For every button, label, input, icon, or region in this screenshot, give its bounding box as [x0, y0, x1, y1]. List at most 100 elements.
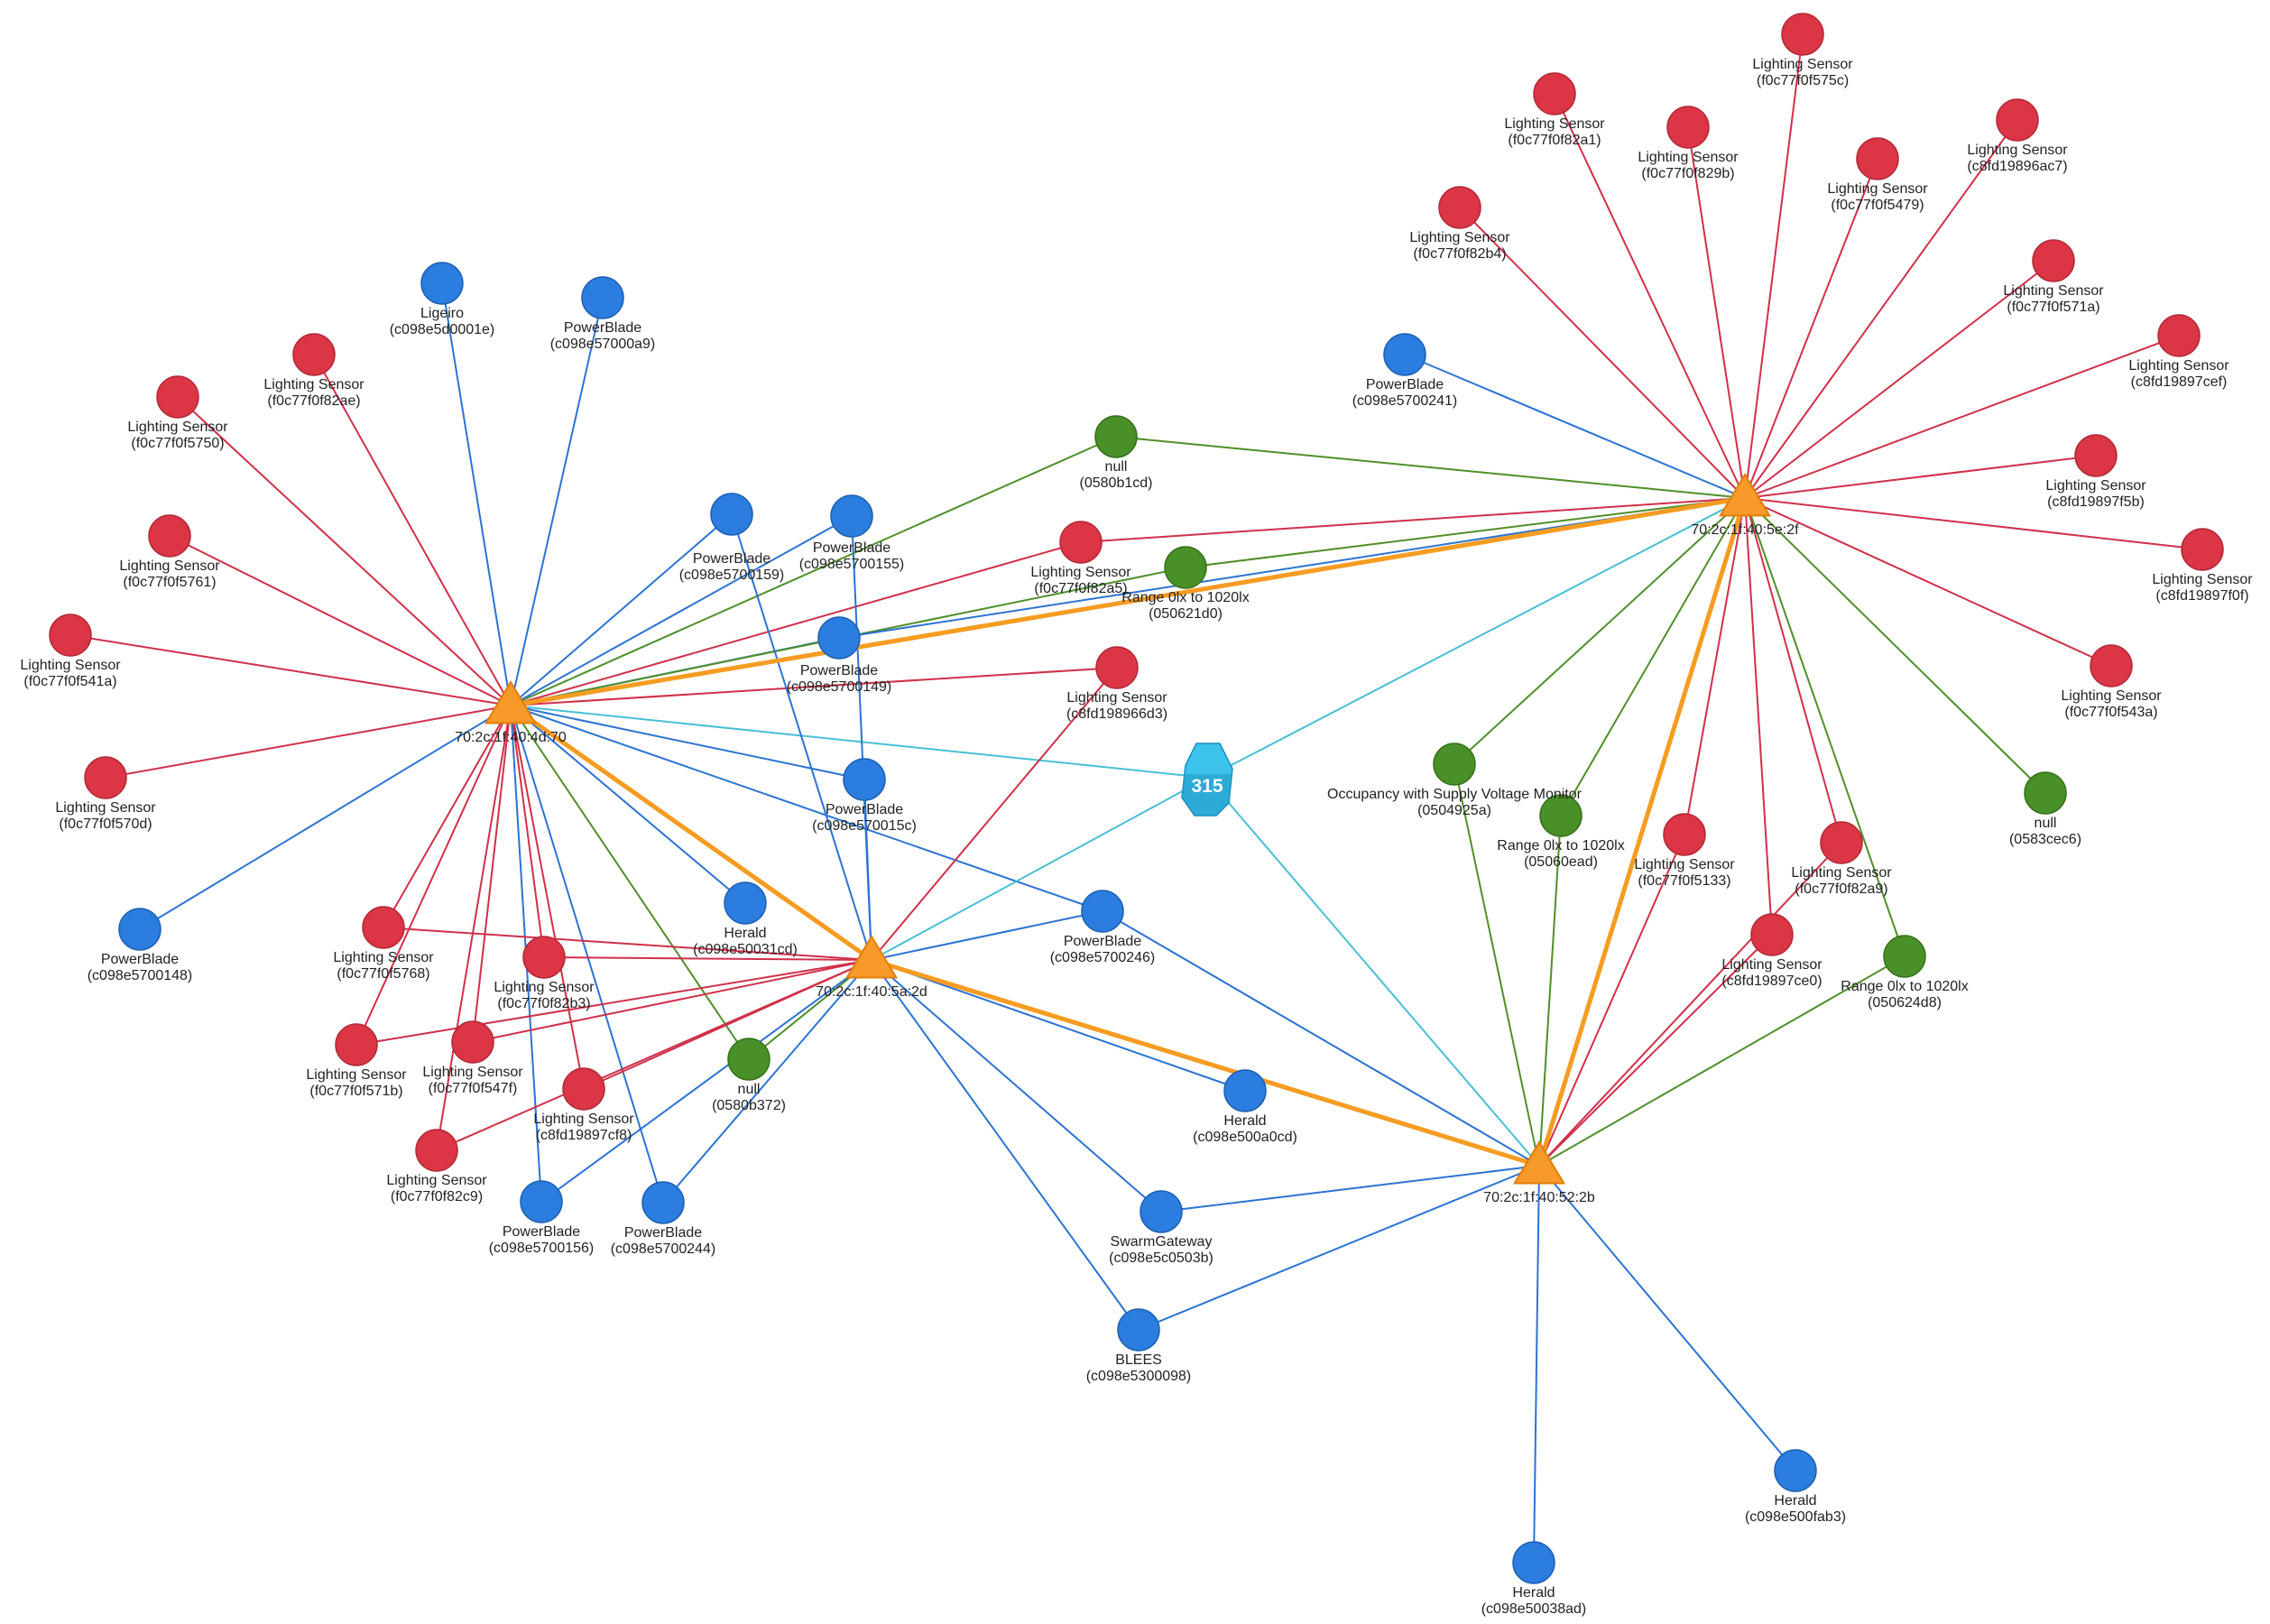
hub-h2[interactable] — [1718, 473, 1772, 517]
node-n_ls_a9[interactable] — [1820, 821, 1863, 864]
node-n_herald_ab3[interactable] — [1774, 1449, 1817, 1492]
node-n_pb_148[interactable] — [118, 908, 161, 951]
edge-h2-n_occ — [1453, 497, 1746, 765]
node-address: (c8fd198966d3) — [1066, 706, 1167, 722]
node-n_ls_5133[interactable] — [1663, 813, 1706, 856]
node-n_ls_5479[interactable] — [1856, 137, 1899, 180]
node-name: Occupancy with Supply Voltage Monitor — [1327, 787, 1583, 802]
node-name: Ligeiro — [420, 306, 464, 321]
edge-h2-n_ls_b4 — [1459, 207, 1746, 499]
node-name: Lighting Sensor — [533, 1112, 634, 1127]
node-n_occ[interactable] — [1433, 743, 1476, 786]
cluster-shape — [1181, 743, 1233, 817]
node-n_range_ead[interactable] — [1539, 794, 1583, 837]
node-n_ls_ac7[interactable] — [1996, 98, 2039, 142]
edge-h2-n_range_4d8 — [1744, 497, 1906, 957]
edge-h1-n_null_1cd — [510, 436, 1117, 706]
node-name: null — [738, 1082, 761, 1097]
node-n_ls_829b[interactable] — [1666, 106, 1710, 149]
node-label-n_ls_571b: Lighting Sensor(f0c77f0f571b) — [306, 1067, 407, 1099]
node-n_ls_ce0[interactable] — [1750, 913, 1794, 956]
node-n_herald_0cd[interactable] — [1223, 1069, 1267, 1112]
node-n_ls_a5[interactable] — [1059, 521, 1103, 564]
node-n_ls_6d3[interactable] — [1095, 646, 1139, 689]
node-n_ls_cf8[interactable] — [562, 1067, 605, 1111]
node-n_pb_244[interactable] — [641, 1181, 685, 1224]
node-name: Herald — [1223, 1113, 1266, 1129]
hub-label-h1: 70:2c:1f:40:4d:70 — [455, 730, 567, 745]
node-label-n_ls_547f: Lighting Sensor(f0c77f0f547f) — [422, 1065, 523, 1096]
node-name: Lighting Sensor — [1967, 143, 2068, 158]
node-name: Range 0lx to 1020lx — [1841, 979, 1968, 994]
node-n_ls_547f[interactable] — [451, 1020, 494, 1064]
node-n_pb_159[interactable] — [710, 493, 753, 536]
edge-h1-h2 — [510, 495, 1746, 708]
node-n_ls_5761[interactable] — [148, 514, 191, 558]
cluster-icon[interactable]: 315 — [1181, 743, 1233, 817]
node-n_lig_ligeiro[interactable] — [420, 262, 464, 305]
node-n_herald_1cd[interactable] — [724, 881, 767, 925]
node-name: PowerBlade — [564, 320, 641, 336]
node-n_null_ec6[interactable] — [2024, 771, 2067, 815]
node-n_ls_571a[interactable] — [2032, 239, 2075, 282]
node-n_ls_ae[interactable] — [292, 333, 336, 376]
edge-h3-n_pb_159 — [731, 513, 872, 961]
node-n_ls_5750[interactable] — [156, 375, 199, 419]
node-n_pb_246[interactable] — [1081, 890, 1124, 933]
node-n_ls_575c[interactable] — [1781, 13, 1824, 56]
node-n_ls_b3[interactable] — [522, 936, 566, 979]
node-n_swarm[interactable] — [1140, 1190, 1183, 1233]
node-label-n_pb_148: PowerBlade(c098e5700148) — [88, 952, 193, 983]
edge-h2-n_ls_571a — [1744, 260, 2054, 499]
node-n_ls_541a[interactable] — [49, 614, 92, 657]
edge-h2-n_range_1d0 — [1185, 497, 1746, 568]
node-name: Lighting Sensor — [2128, 358, 2229, 374]
edge-h4-n_range_ead — [1538, 815, 1562, 1167]
node-n_range_1d0[interactable] — [1164, 546, 1207, 589]
node-n_ls_5768[interactable] — [362, 906, 405, 949]
node-n_ls_a1[interactable] — [1533, 72, 1576, 115]
node-n_pb_a9[interactable] — [581, 276, 624, 319]
edge-h3-n_ls_6d3 — [871, 667, 1118, 961]
node-name: Lighting Sensor — [1638, 150, 1739, 165]
node-n_ls_cef[interactable] — [2157, 314, 2201, 357]
node-address: (05060ead) — [1524, 854, 1598, 870]
node-name: Lighting Sensor — [2003, 283, 2104, 299]
node-n_ls_c9[interactable] — [415, 1129, 458, 1172]
node-n_herald_8ad[interactable] — [1512, 1541, 1555, 1584]
node-n_ls_570d[interactable] — [84, 756, 127, 799]
node-n_ls_f5b[interactable] — [2074, 434, 2118, 477]
node-n_range_4d8[interactable] — [1883, 935, 1926, 978]
node-label-n_herald_0cd: Herald(c098e500a0cd) — [1193, 1113, 1297, 1145]
node-n_null_1cd[interactable] — [1094, 415, 1138, 458]
node-n_blees[interactable] — [1117, 1308, 1160, 1352]
node-name: Lighting Sensor — [55, 800, 156, 816]
node-label-n_herald_ab3: Herald(c098e500fab3) — [1745, 1493, 1846, 1525]
node-n_ls_f0f[interactable] — [2181, 528, 2224, 571]
edge-h1-n_ls_a5 — [510, 541, 1082, 706]
node-n_pb_149[interactable] — [817, 616, 861, 660]
node-n_null_372[interactable] — [727, 1038, 771, 1081]
node-address: (f0c77f0f570d) — [59, 817, 152, 832]
node-address: (f0c77f0f82a1) — [1508, 133, 1601, 148]
node-label-n_ls_b3: Lighting Sensor(f0c77f0f82b3) — [494, 980, 595, 1011]
node-name: PowerBlade — [101, 952, 179, 967]
node-n_pb_15c[interactable] — [843, 758, 886, 801]
edges-layer — [69, 33, 2203, 1564]
hub-h4[interactable] — [1512, 1140, 1566, 1185]
hub-h1[interactable] — [484, 680, 538, 724]
node-n_pb_156[interactable] — [520, 1180, 563, 1223]
node-n_ls_571b[interactable] — [335, 1023, 378, 1066]
hub-h3[interactable] — [844, 935, 899, 979]
node-n_ls_b4[interactable] — [1438, 186, 1481, 229]
node-address: (c098e5700244) — [611, 1241, 716, 1257]
node-label-n_ls_a9: Lighting Sensor(f0c77f0f82a9) — [1791, 865, 1892, 897]
node-n_ls_543a[interactable] — [2090, 644, 2133, 687]
node-address: (f0c77f0f82ae) — [267, 393, 360, 409]
node-address: (f0c77f0f575c) — [1757, 73, 1849, 88]
edge-h4-cl — [1206, 777, 1540, 1167]
node-address: (c098e5700148) — [88, 968, 193, 983]
node-n_pb_155[interactable] — [830, 494, 873, 538]
node-n_pb_241[interactable] — [1383, 333, 1426, 376]
edge-h1-n_pb_246 — [510, 705, 1103, 912]
